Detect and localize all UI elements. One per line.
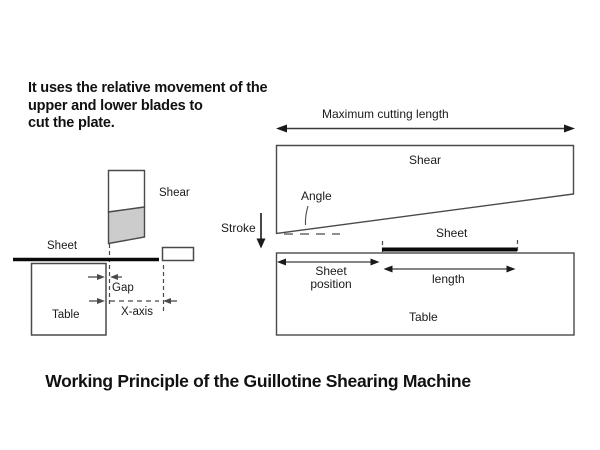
lower-blade [107,206,146,245]
backgauge-rect [161,246,195,262]
stroke-arrow [256,213,266,249]
left-table-rect [30,262,107,336]
left-table-label: Table [52,309,80,321]
gap-arrows [88,274,122,280]
x-axis-dimension [89,298,177,304]
length-left-head [383,265,393,273]
sheet-position-right-head [370,258,380,266]
upper-blade [107,169,146,213]
length-arrow [383,265,516,273]
mcl-left-head [276,124,287,133]
right-shear-label: Shear [409,153,442,167]
right-diagram [256,124,575,336]
max-cutting-length-label: Maximum cutting length [322,107,449,121]
x-axis-arrow-left-head [163,298,171,304]
right-table-rect [275,252,575,336]
angle-label: Angle [301,189,332,203]
page-title: Working Principle of the Guillotine Shea… [45,371,471,391]
gap-label: Gap [112,282,134,294]
sheet-position-left-head [277,258,286,266]
left-sheet-label: Sheet [47,240,78,252]
right-sheet-label: Sheet [436,226,468,240]
left-shear-label: Shear [159,187,190,199]
stroke-label: Stroke [221,221,256,235]
right-shear-blade [275,144,575,235]
mcl-right-head [564,124,575,133]
intro-line-3: cut the plate. [28,115,115,131]
angle-leader-line [304,205,309,226]
sheet-position-arrow [277,258,380,266]
length-right-head [506,265,516,273]
sheet-position-label: Sheet position [310,264,352,291]
intro-text: It uses the relative movement of the upp… [28,80,268,133]
gap-arrow-left-head [110,274,118,280]
intro-line-1: It uses the relative movement of the [28,80,268,96]
x-axis-arrow-right-head [97,298,105,304]
intro-line-2: upper and lower blades to [28,97,203,114]
right-table-label: Table [409,310,438,324]
gap-arrow-right-head [97,274,105,280]
left-diagram [13,169,195,336]
stroke-arrow-head [256,238,266,249]
x-axis-label: X-axis [121,306,153,318]
length-label: length [432,272,465,286]
max-cutting-length-arrow [276,124,575,133]
